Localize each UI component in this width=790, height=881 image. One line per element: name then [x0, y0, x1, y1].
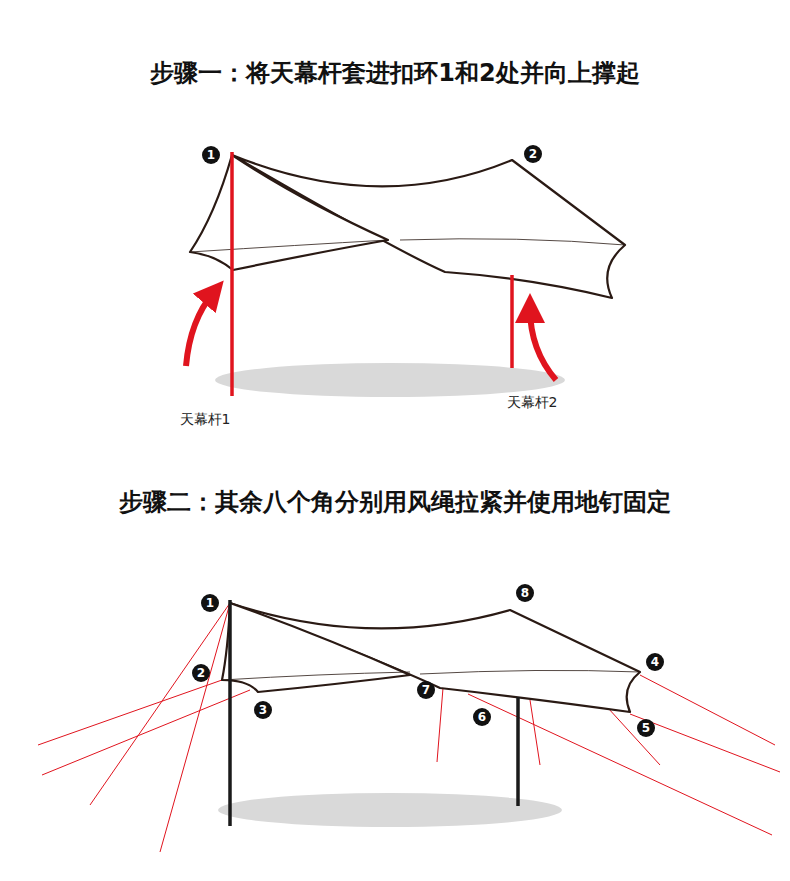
callout-number: 4 — [646, 653, 664, 671]
tarp — [190, 155, 625, 298]
shadow — [215, 363, 565, 397]
shadow — [218, 793, 562, 827]
step-heading: 步骤二：其余八个角分别用风绳拉紧并使用地钉固定 — [119, 486, 671, 518]
pole — [228, 600, 232, 826]
tarp — [222, 603, 640, 712]
callout-number: 7 — [417, 681, 435, 699]
pole-label: 天幕杆2 — [505, 394, 560, 412]
pole — [230, 152, 234, 396]
callout-number: 6 — [473, 708, 491, 726]
pole — [516, 697, 520, 806]
guy-rope — [38, 603, 780, 852]
callout-number: 8 — [516, 584, 534, 602]
callout-number: 1 — [201, 594, 219, 612]
pole-label: 天幕杆1 — [178, 411, 233, 429]
lift-arrow — [530, 308, 556, 380]
pole — [510, 275, 514, 368]
lift-arrow — [186, 292, 214, 366]
callout-number: 3 — [254, 701, 272, 719]
callout-number: 5 — [637, 719, 655, 737]
callout-number: 2 — [524, 145, 542, 163]
callout-number: 2 — [192, 664, 210, 682]
step-heading: 步骤一：将天幕杆套进扣环1和2处并向上撑起 — [150, 57, 639, 89]
callout-number: 1 — [202, 146, 220, 164]
